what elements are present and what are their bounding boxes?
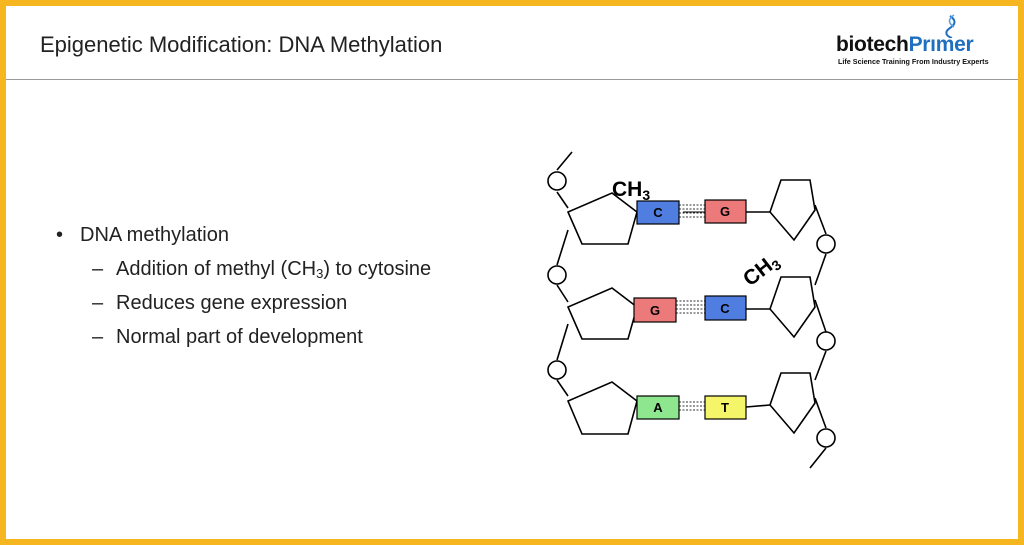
logo-wordmark: biotechPrımer	[836, 33, 974, 57]
sub-bullet-text-2: Reduces gene expression	[116, 292, 348, 314]
base-box-pair2-right	[704, 295, 747, 321]
backbone-line	[814, 299, 827, 333]
base-box-pair1-right	[704, 199, 747, 224]
phosphate-circle	[816, 331, 836, 351]
sugar-pentagon	[566, 192, 638, 245]
backbone-line	[556, 229, 569, 266]
logo-word-pr: Pr	[908, 33, 931, 56]
phosphate-circle	[816, 234, 836, 254]
sugar-pentagon	[566, 287, 638, 340]
backbone-line	[814, 350, 827, 381]
backbone-line	[814, 204, 827, 235]
backbone-line	[556, 323, 569, 361]
dna-helix-icon	[945, 14, 956, 38]
sugar-pentagon	[769, 276, 816, 339]
base-label-pair2-left: G	[650, 303, 660, 318]
base-label-pair3-left: A	[653, 400, 663, 415]
title-divider	[6, 79, 1018, 80]
sugar-pentagon	[769, 179, 816, 242]
base-box-pair3-left	[636, 395, 680, 420]
base-box-pair2-left	[633, 297, 677, 323]
biotech-primer-logo: biotechPrımer Life Science Training From…	[836, 14, 996, 70]
sub-bullet-text-3: Normal part of development	[116, 326, 363, 348]
base-label-pair2-right: C	[720, 301, 730, 316]
backbone-line	[556, 191, 569, 209]
hydrogen-bonds	[676, 204, 705, 411]
slide-title: Epigenetic Modification: DNA Methylation	[40, 32, 443, 57]
bullet-text-main: DNA methylation	[80, 224, 229, 246]
sub-bullet-dash: –	[92, 326, 104, 348]
phosphate-circle	[547, 265, 567, 285]
phosphate-circle	[547, 171, 567, 191]
logo-word-i: ı	[930, 33, 936, 56]
logo-word-biotech: biotech	[836, 33, 909, 56]
backbone-line	[556, 284, 569, 303]
methyl-label-top: CH3	[612, 178, 650, 203]
backbone-line	[814, 397, 827, 429]
logo-word-mer: mer	[935, 33, 974, 56]
backbone-line	[814, 253, 827, 286]
sub-bullet-text-1: Addition of methyl (CH3) to cytosine	[116, 258, 432, 281]
base-label-pair1-left: C	[653, 205, 663, 220]
phosphate-circle	[816, 428, 836, 448]
logo-tagline: Life Science Training From Industry Expe…	[838, 57, 989, 66]
sub-bullet-dash: –	[92, 258, 104, 280]
base-box-pair1-left	[636, 200, 680, 225]
backbone-line	[809, 447, 827, 469]
bullet-dot: •	[56, 224, 64, 246]
phosphate-circle	[547, 360, 567, 380]
sugar-pentagon	[566, 381, 638, 435]
base-label-pair3-right: T	[721, 400, 729, 415]
base-label-pair1-right: G	[720, 204, 730, 219]
backbone-line	[556, 151, 573, 171]
backbone-line	[556, 379, 569, 397]
base-box-pair3-right	[704, 395, 747, 420]
sugar-pentagon	[769, 372, 816, 435]
sub-bullet-dash: –	[92, 292, 104, 314]
